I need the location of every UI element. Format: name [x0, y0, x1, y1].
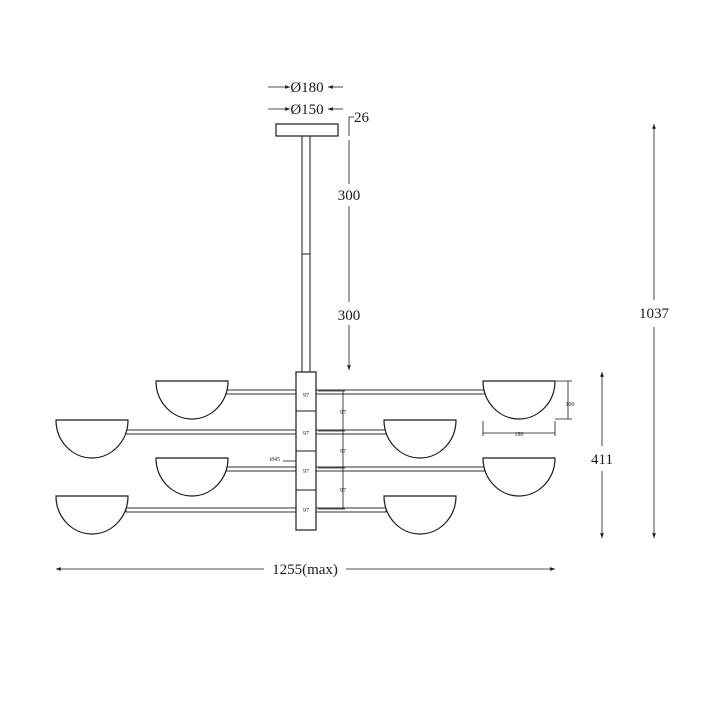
dim-shade-depth: 100	[566, 402, 575, 408]
canopy	[275, 123, 339, 137]
dim-shade-width: 180	[515, 432, 524, 438]
segment-label-4: 97	[303, 508, 309, 514]
dim-rod-lower: 300	[338, 308, 361, 324]
dim-rod-upper: 300	[338, 188, 361, 204]
dim-tier-3: 97	[340, 488, 346, 494]
body-height-dim: 411	[591, 372, 613, 538]
segment-label-1: 97	[303, 393, 309, 399]
total-height-dim: 1037	[639, 124, 670, 538]
dim-total-height: 1037	[639, 306, 670, 322]
canopy-diameter-dims: Ø180 Ø150	[268, 80, 343, 118]
dim-column-diameter: Ø45	[270, 457, 280, 463]
shade-5	[155, 457, 229, 497]
max-width-dim: 1255(max)	[56, 562, 555, 578]
dim-canopy-inner: Ø150	[290, 102, 323, 118]
dim-tier-2: 97	[340, 449, 346, 455]
column-segment-labels: 97 97 97 97	[303, 393, 309, 514]
shade-7	[55, 495, 129, 535]
tier-spacing-dims: 97 97 97	[318, 390, 346, 510]
dim-canopy-outer: Ø180	[290, 80, 323, 96]
shades	[55, 380, 556, 535]
shade-3	[55, 419, 129, 459]
shade-2	[482, 380, 556, 420]
dim-canopy-height: 26	[354, 110, 370, 126]
shade-1	[155, 380, 229, 420]
segment-label-2: 97	[303, 431, 309, 437]
shade-dims: 100 180	[482, 380, 575, 438]
segment-label-3: 97	[303, 469, 309, 475]
shade-8	[383, 495, 457, 535]
dim-tier-1: 97	[340, 410, 346, 416]
suspension-rod	[301, 135, 311, 373]
shade-4	[383, 419, 457, 459]
dim-max-width: 1255(max)	[272, 562, 338, 578]
rod-dims: 26 300 300	[338, 110, 370, 370]
dim-body-height: 411	[591, 452, 613, 468]
central-column	[295, 371, 317, 531]
shade-6	[482, 457, 556, 497]
column-diameter-dim: Ø45	[270, 457, 296, 463]
